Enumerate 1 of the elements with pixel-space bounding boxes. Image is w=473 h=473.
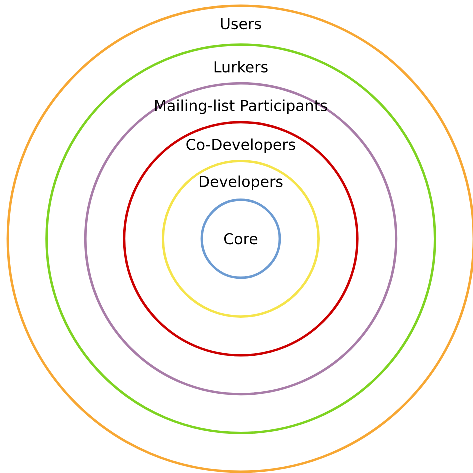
ring: Core: [200, 198, 282, 280]
